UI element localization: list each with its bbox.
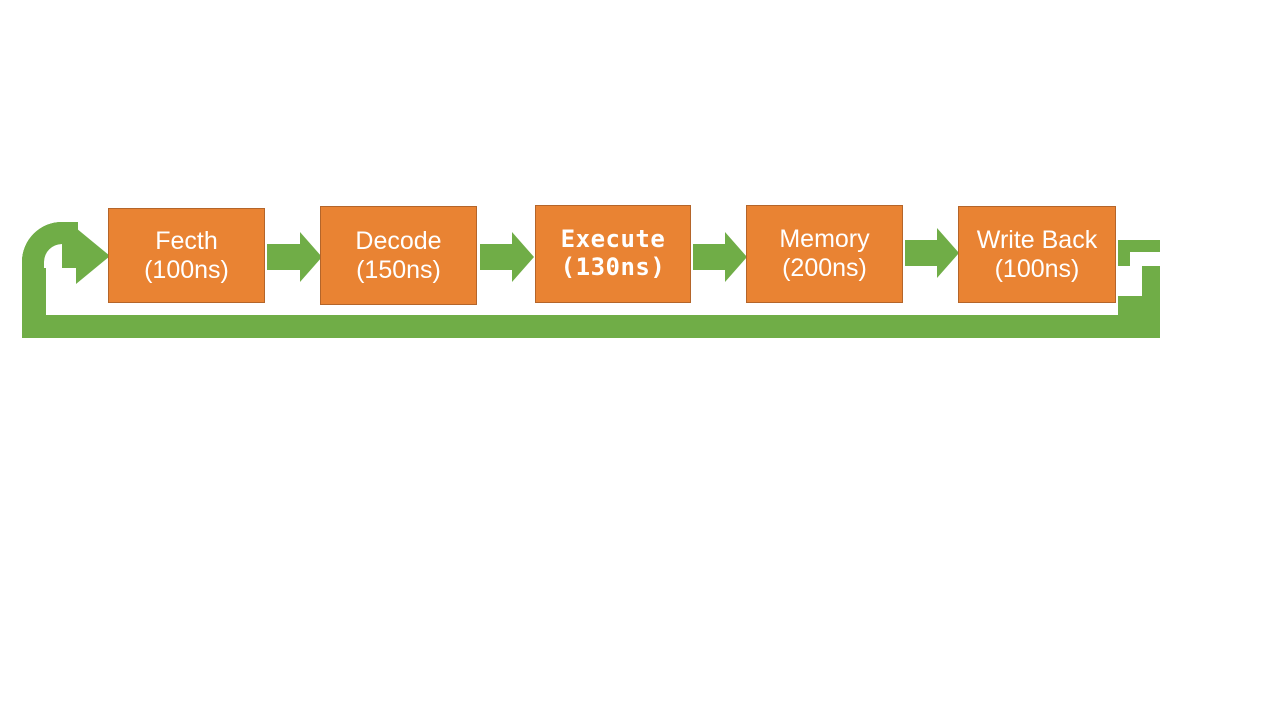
stage-fetch-time: (100ns) [144, 255, 229, 284]
connector-arrow-decode-to-execute [480, 232, 534, 282]
stage-memory-time: (200ns) [782, 254, 867, 282]
stage-writeback-time: (100ns) [994, 254, 1080, 283]
stage-decode-time: (150ns) [356, 255, 441, 284]
stage-writeback-label: Write Back [976, 225, 1098, 254]
stage-execute-label: Execute [560, 225, 666, 254]
pipeline-stage-fetch[interactable]: Fecth (100ns) [108, 208, 265, 303]
pipeline-stage-execute[interactable]: Execute (130ns) [535, 205, 691, 303]
pipeline-stage-memory[interactable]: Memory (200ns) [746, 205, 903, 303]
stage-decode-label: Decode [355, 226, 442, 255]
pipeline-stage-writeback[interactable]: Write Back (100ns) [958, 206, 1116, 303]
connector-arrow-execute-to-memory [693, 232, 747, 282]
pipeline-stage-decode[interactable]: Decode (150ns) [320, 206, 477, 305]
stage-memory-label: Memory [779, 225, 870, 253]
connector-arrow-memory-to-writeback [905, 228, 959, 278]
stage-fetch-label: Fecth [155, 226, 218, 255]
stage-execute-time: (130ns) [560, 253, 666, 281]
connector-arrow-fetch-to-decode [267, 232, 322, 282]
